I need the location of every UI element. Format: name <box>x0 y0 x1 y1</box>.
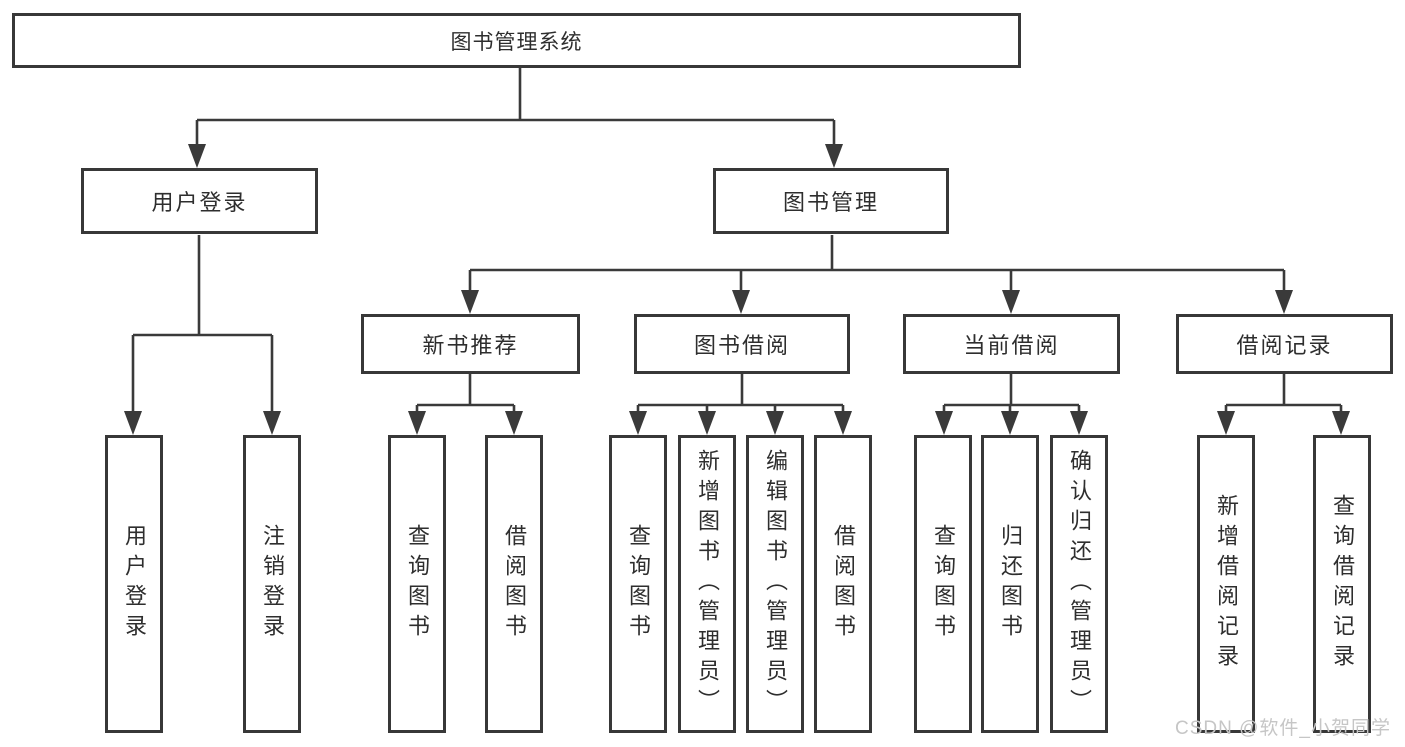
node-label: 当前借阅 <box>963 333 1060 358</box>
node-new-book-recommendation: 新书推荐 <box>361 314 580 374</box>
leaf-query-books-current: 查询图书 <box>914 435 972 733</box>
leaf-query-borrow-record: 查询借阅记录 <box>1313 435 1371 733</box>
node-label: 借阅图书 <box>831 524 856 644</box>
node-label: 注销登录 <box>260 524 285 644</box>
node-borrowing-records: 借阅记录 <box>1176 314 1393 374</box>
node-label: 查询图书 <box>931 524 956 644</box>
leaf-borrow-books-recommend: 借阅图书 <box>485 435 543 733</box>
node-library-management-system: 图书管理系统 <box>12 13 1021 68</box>
node-label: 新书推荐 <box>422 333 519 358</box>
leaf-query-books-borrowing: 查询图书 <box>609 435 667 733</box>
node-label: 归还图书 <box>998 524 1023 644</box>
leaf-user-login: 用户登录 <box>105 435 163 733</box>
node-label: 确认归还（管理员） <box>1067 449 1092 719</box>
leaf-edit-books-admin: 编辑图书（管理员） <box>746 435 804 733</box>
node-label: 借阅记录 <box>1236 333 1333 358</box>
node-current-borrowing: 当前借阅 <box>903 314 1120 374</box>
node-book-borrowing: 图书借阅 <box>634 314 850 374</box>
node-label: 查询图书 <box>405 524 430 644</box>
node-label: 查询图书 <box>626 524 651 644</box>
node-label: 图书管理 <box>782 190 879 215</box>
leaf-query-books-recommend: 查询图书 <box>388 435 446 733</box>
node-label: 查询借阅记录 <box>1330 494 1355 674</box>
node-label: 图书借阅 <box>693 333 790 358</box>
leaf-borrow-books-borrowing: 借阅图书 <box>814 435 872 733</box>
node-book-management: 图书管理 <box>713 168 949 234</box>
node-label: 编辑图书（管理员） <box>763 449 788 719</box>
leaf-confirm-return-admin: 确认归还（管理员） <box>1050 435 1108 733</box>
watermark: CSDN @软件_小贺同学 <box>1175 718 1391 739</box>
leaf-logout: 注销登录 <box>243 435 301 733</box>
leaf-return-books: 归还图书 <box>981 435 1039 733</box>
node-label: 借阅图书 <box>502 524 527 644</box>
leaf-add-borrow-record: 新增借阅记录 <box>1197 435 1255 733</box>
node-label: 用户登录 <box>122 524 147 644</box>
node-label: 新增图书（管理员） <box>695 449 720 719</box>
leaf-add-books-admin: 新增图书（管理员） <box>678 435 736 733</box>
node-label: 图书管理系统 <box>450 30 583 54</box>
node-label: 新增借阅记录 <box>1214 494 1239 674</box>
node-user-login: 用户登录 <box>81 168 318 234</box>
node-label: 用户登录 <box>151 190 248 215</box>
